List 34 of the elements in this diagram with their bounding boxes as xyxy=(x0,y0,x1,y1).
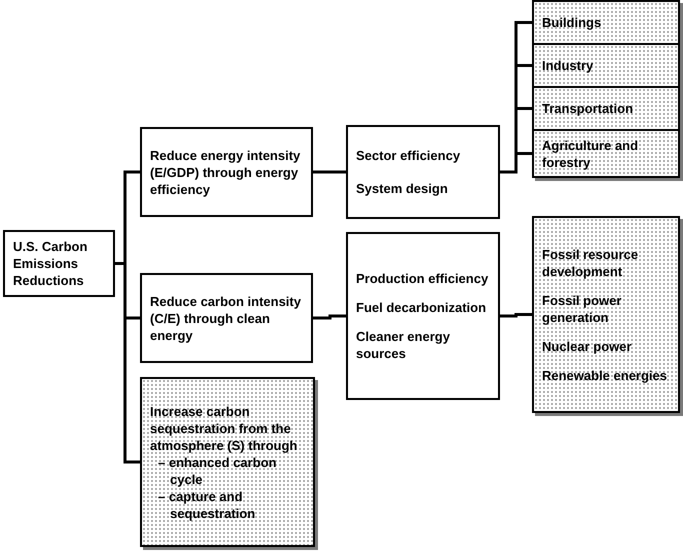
process-box xyxy=(346,232,500,400)
node-text: Sector efficiency xyxy=(356,147,462,164)
process-box xyxy=(346,125,500,219)
shaded-box xyxy=(532,216,680,413)
process-box xyxy=(140,127,313,217)
node-text: Increase carbon sequestration from the atmosphere (S) through xyxy=(150,402,298,454)
connector-line xyxy=(500,152,532,174)
shaded-box xyxy=(140,377,315,547)
node-text: – enhanced carbon cycle xyxy=(157,454,278,488)
node-text: Fossil power generation xyxy=(542,292,622,326)
node-text: Reduce carbon intensity (C/E) through clean energy xyxy=(150,292,302,344)
node-text: Agriculture and forestry xyxy=(542,136,640,170)
shaded-box xyxy=(532,129,680,178)
connector-line xyxy=(313,170,346,174)
node-text: Reduce energy intensity (E/GDP) through energy efficiency xyxy=(150,146,302,198)
node-text: U.S. Carbon Emissions Reductions xyxy=(13,238,88,289)
process-box xyxy=(140,273,313,363)
node-text: Transportation xyxy=(542,100,634,117)
connector-line xyxy=(500,313,532,318)
node-text: Buildings xyxy=(542,14,602,31)
connector-line xyxy=(313,314,346,320)
shaded-box xyxy=(532,86,680,131)
process-box xyxy=(3,230,115,297)
node-text: Cleaner energy sources xyxy=(356,328,451,362)
shaded-box xyxy=(532,0,680,45)
node-text: Renewable energies xyxy=(542,366,668,384)
shaded-box xyxy=(532,43,680,88)
node-text: Industry xyxy=(542,57,594,74)
node-text: – capture and sequestration xyxy=(157,488,256,522)
node-text: Nuclear power xyxy=(542,338,633,354)
node-text: System design xyxy=(356,180,449,197)
node-text: Fossil resource development xyxy=(542,246,640,280)
node-text: Production efficiency xyxy=(356,270,490,287)
node-text: Fuel decarbonization xyxy=(356,299,488,316)
